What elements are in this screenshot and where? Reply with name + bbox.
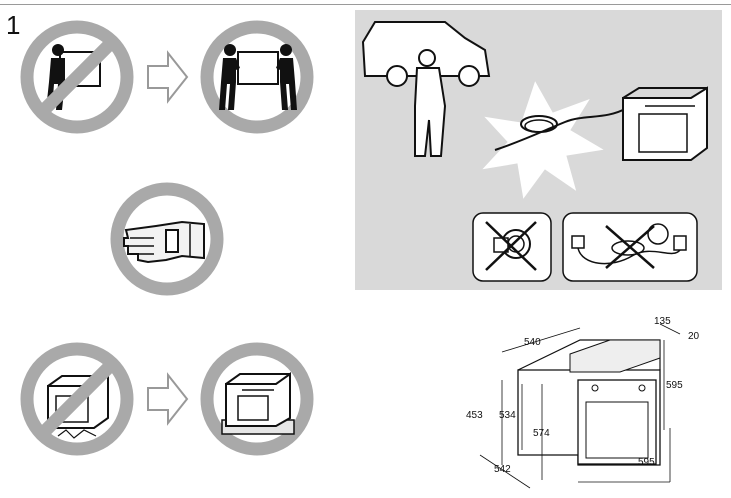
dimension-label: 595 <box>638 457 655 468</box>
page-number: 1 <box>6 10 21 40</box>
disconnect-power-icon <box>361 21 708 202</box>
two-person-lift-icon <box>200 20 314 134</box>
dimension-label: 574 <box>533 428 550 439</box>
dimension-label: 20 <box>688 331 700 342</box>
arrow-right-icon <box>147 372 189 426</box>
dimension-label: 542 <box>494 464 511 475</box>
dimension-label: 135 <box>654 316 671 327</box>
arrow-right-icon <box>147 50 189 104</box>
dimension-label: 453 <box>466 410 483 421</box>
oven-dimensions-diagram <box>479 323 681 489</box>
no-floor-placement-icon <box>20 342 134 456</box>
top-rule <box>0 4 731 5</box>
protective-glove-icon <box>110 182 224 296</box>
oven-on-base-icon <box>200 342 314 456</box>
dimension-label: 595 <box>666 380 683 391</box>
no-single-person-lift-icon <box>20 20 134 134</box>
dimension-label: 540 <box>524 337 541 348</box>
no-extension-cord-icon <box>562 212 698 282</box>
dimension-label: 534 <box>499 410 516 421</box>
no-adapter-icon <box>472 212 552 282</box>
